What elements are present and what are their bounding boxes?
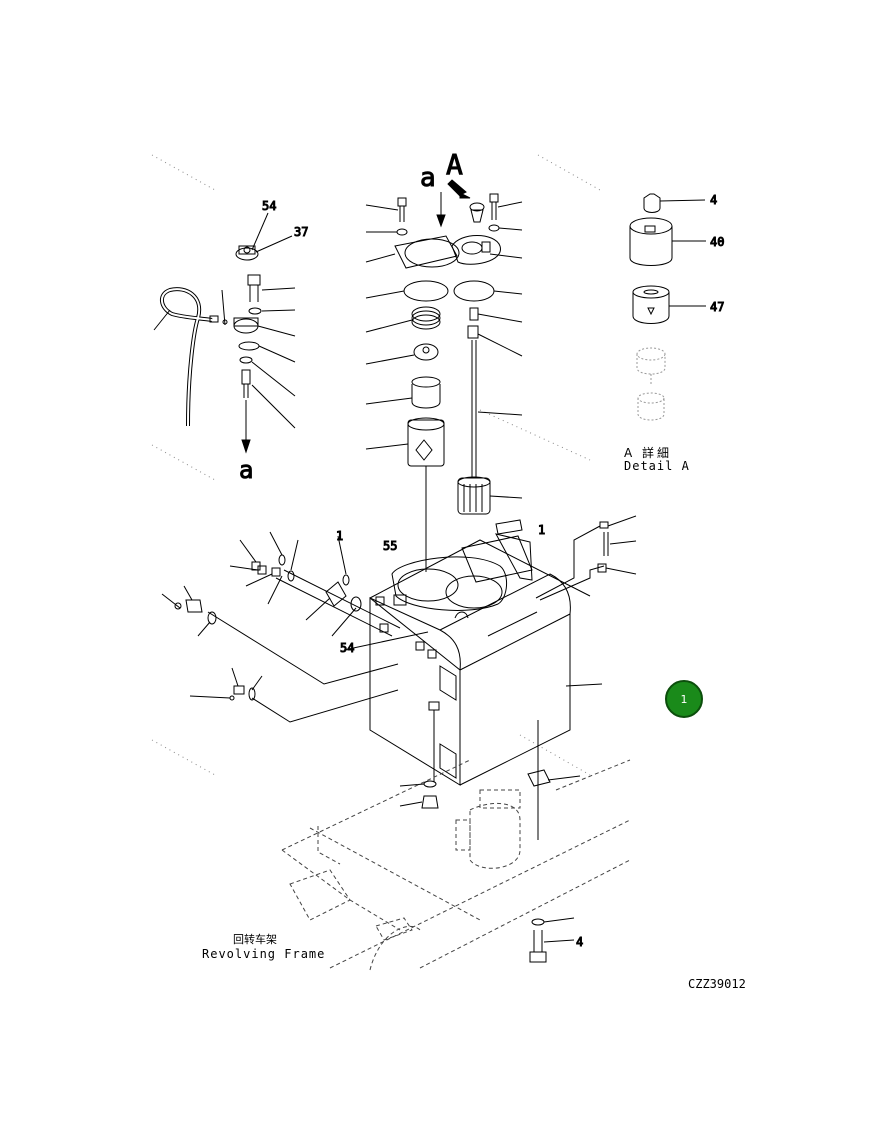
part-1-left-label: 1 xyxy=(336,529,343,543)
view-a-letter: a xyxy=(420,163,436,193)
left-pipe-fittings xyxy=(161,531,440,809)
view-a-arrow xyxy=(436,179,485,228)
part-47-label: 47 xyxy=(710,300,724,314)
detail-a-parts xyxy=(629,193,706,421)
breather-cap-54 xyxy=(235,212,293,261)
revolving-frame-label-en: Revolving Frame xyxy=(202,947,326,961)
part-40-label: 40 xyxy=(710,235,724,249)
reference-dots xyxy=(151,154,601,776)
hose-assembly xyxy=(153,287,228,427)
part-54-top-label: 54 xyxy=(262,199,276,213)
hydraulic-tank xyxy=(369,533,603,786)
part-1-right-label: 1 xyxy=(538,523,545,537)
view-a-title: A xyxy=(446,148,463,181)
hose-end-letter: a xyxy=(239,456,253,484)
left-fittings-stack xyxy=(233,274,296,454)
part-37-label: 37 xyxy=(294,225,308,239)
part-55-label: 55 xyxy=(383,539,397,553)
detail-a-label-cn: A 詳細 xyxy=(624,446,673,460)
mount-bolt-bottom xyxy=(529,917,575,963)
revolving-frame-label-cn: 回转车架 xyxy=(233,933,277,946)
cover-plate-assembly xyxy=(365,197,523,572)
drawing-code: CZZ39012 xyxy=(688,977,746,991)
badge-number: 1 xyxy=(680,692,688,706)
right-pipe-fittings xyxy=(527,515,637,840)
sensor-rod-assembly xyxy=(457,193,523,535)
part-4-lower-label: 4 xyxy=(576,935,583,949)
revolving-frame-outline xyxy=(281,759,631,971)
callout-number-badge[interactable]: 1 xyxy=(665,680,703,718)
part-4-label: 4 xyxy=(710,193,717,207)
detail-a-label-en: Detail A xyxy=(624,459,690,473)
part-54-bottom-label: 54 xyxy=(340,641,354,655)
